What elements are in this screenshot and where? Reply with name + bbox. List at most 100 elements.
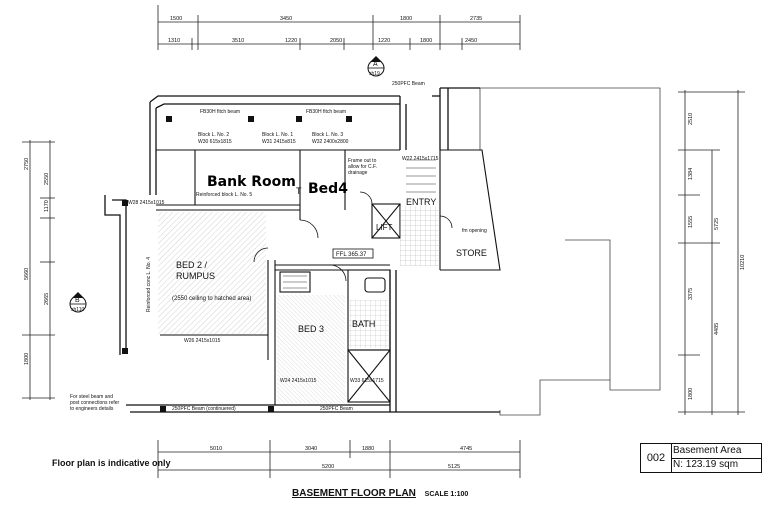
plan-title: BASEMENT FLOOR PLAN SCALE 1:100	[292, 488, 468, 499]
dim-right-sub-b: 4485	[714, 323, 720, 335]
dim-right-sub-a: 5725	[714, 218, 720, 230]
title-block-area: N: 123.19 sqm	[673, 459, 739, 470]
beam-right: 250PFC Beam	[392, 81, 425, 87]
steel-note-1: For steel beam and	[70, 394, 113, 400]
dim-right-d: 3375	[688, 288, 694, 300]
dim-left-c: 1170	[44, 200, 50, 212]
room-bath: BATH	[352, 319, 375, 329]
window-label-8: W33 615x1715	[350, 378, 384, 384]
left-dimensions	[22, 140, 55, 400]
dim-top2-e: 1220	[378, 38, 390, 44]
window-label-2: W31 2415x815	[262, 139, 296, 145]
dim-left-total: 5660	[24, 268, 30, 280]
title-block-code: 002	[641, 444, 672, 472]
right-dimensions	[678, 90, 745, 415]
room-store: STORE	[456, 248, 487, 258]
top-dimensions	[157, 5, 521, 50]
dim-top1-a: 1500	[170, 16, 182, 22]
dim-top2-f: 1800	[420, 38, 432, 44]
dim-right-c: 1555	[688, 216, 694, 228]
plan-title-text: BASEMENT FLOOR PLAN	[292, 488, 416, 499]
room-bank-room: Bank Room	[207, 174, 296, 190]
dim-right-a: 2510	[688, 113, 694, 125]
title-block: 002 Basement Area N: 123.19 sqm	[640, 443, 762, 473]
dim-right-total: 10210	[740, 255, 746, 270]
beam-bottom-1: 250PFC Beam (continuered)	[172, 406, 236, 412]
ffl-marker: FFL 365.37	[332, 248, 374, 259]
window-label-7: W24 2415x1015	[280, 378, 317, 384]
door-swings	[253, 191, 453, 282]
dim-bottom1-d: 4745	[460, 446, 472, 452]
frame-note-1: Frame out to	[348, 158, 377, 164]
section-marker-b: B sh110	[69, 292, 87, 313]
steel-note-3: to engineers details	[70, 406, 114, 412]
dim-right-b: 1384	[688, 168, 694, 180]
dim-bottom1-b: 3040	[305, 446, 317, 452]
ffl-label: FFL 365.37	[336, 252, 367, 258]
beam-bottom-2: 250PFC Beam	[320, 406, 353, 412]
dim-top2-b: 3510	[232, 38, 244, 44]
room-bed4: Bed4	[308, 181, 348, 197]
window-label-5: W28 2415x1015	[128, 200, 165, 206]
dim-top1-d: 2735	[470, 16, 482, 22]
window-label-3: W32 2400x2800	[312, 139, 349, 145]
stair-treads	[283, 159, 436, 289]
dim-top2-c: 1220	[285, 38, 297, 44]
block-label-2: Block L. No. 1	[262, 132, 293, 138]
title-block-divider	[671, 458, 761, 459]
frame-note-2: allow for C.F.	[348, 164, 377, 170]
ceiling-note: (2550 ceiling to hatched area)	[172, 296, 251, 302]
window-label-6: W26 2415x1015	[184, 338, 221, 344]
title-block-name: Basement Area	[673, 445, 742, 456]
posts	[122, 116, 352, 412]
bed3-hatched-area	[277, 295, 345, 403]
bath-tiles	[348, 300, 390, 348]
bed2-hatched-area	[158, 212, 266, 334]
section-marker-a: A sh19	[367, 56, 385, 77]
bottom-dim-labels: 5010 3040 1880 4745 5200 5125	[210, 446, 472, 470]
window-label-4: W22 2415x1715	[402, 156, 439, 162]
top-dim-labels: 1500 3450 1800 2735 1310 3510 1220 2050 …	[168, 16, 482, 44]
steel-note-2: post connections refer	[70, 400, 120, 406]
beam-top-2: FB30H fitch beam	[306, 109, 346, 115]
dim-right-e: 1800	[688, 388, 694, 400]
dim-left-b: 2550	[44, 173, 50, 185]
window-label-1: W30 615x1815	[198, 139, 232, 145]
dim-bottom2-a: 5200	[322, 464, 334, 470]
block-label-4: Reinforced block L. No. 5	[196, 192, 252, 198]
right-dim-labels: 2510 1384 1555 3375 1800 5725 4485 10210	[688, 113, 746, 400]
dim-left-e: 1800	[24, 353, 30, 365]
neighbour-outline	[479, 87, 661, 416]
frame-note-3: drainage	[348, 170, 368, 176]
block-label-5: Reinforced conc L. No. 4	[146, 257, 152, 312]
block-label-1: Block L. No. 2	[198, 132, 229, 138]
room-bed2: BED 2 /	[176, 260, 208, 270]
room-lift: LIFT	[376, 223, 393, 232]
dim-top2-g: 2450	[465, 38, 477, 44]
indicative-note: Floor plan is indicative only	[52, 458, 171, 468]
block-label-3: Block L. No. 3	[312, 132, 343, 138]
bottom-dimensions	[157, 440, 521, 478]
dim-bottom2-b: 5125	[448, 464, 460, 470]
dim-top1-c: 1800	[400, 16, 412, 22]
dim-bottom1-c: 1880	[362, 446, 374, 452]
dim-left-d: 2665	[44, 293, 50, 305]
fm-opening-note: fm opening	[462, 228, 487, 234]
room-t-mark: T	[296, 186, 302, 196]
dim-bottom1-a: 5010	[210, 446, 222, 452]
plan-scale: SCALE 1:100	[424, 491, 469, 498]
section-b-sheet: sh110	[71, 307, 84, 313]
room-rumpus: RUMPUS	[176, 271, 215, 281]
dim-top1-b: 3450	[280, 16, 292, 22]
dim-top2-d: 2050	[330, 38, 342, 44]
room-entry: ENTRY	[406, 197, 436, 207]
section-b-label: B	[75, 297, 80, 304]
entry-tiles	[400, 206, 440, 266]
left-dim-labels: 2750 2550 1170 2665 5660 1800	[24, 158, 50, 365]
room-bed3: BED 3	[298, 324, 324, 334]
section-a-label: A	[373, 61, 378, 68]
section-a-sheet: sh19	[369, 71, 380, 77]
dim-top2-a: 1310	[168, 38, 180, 44]
